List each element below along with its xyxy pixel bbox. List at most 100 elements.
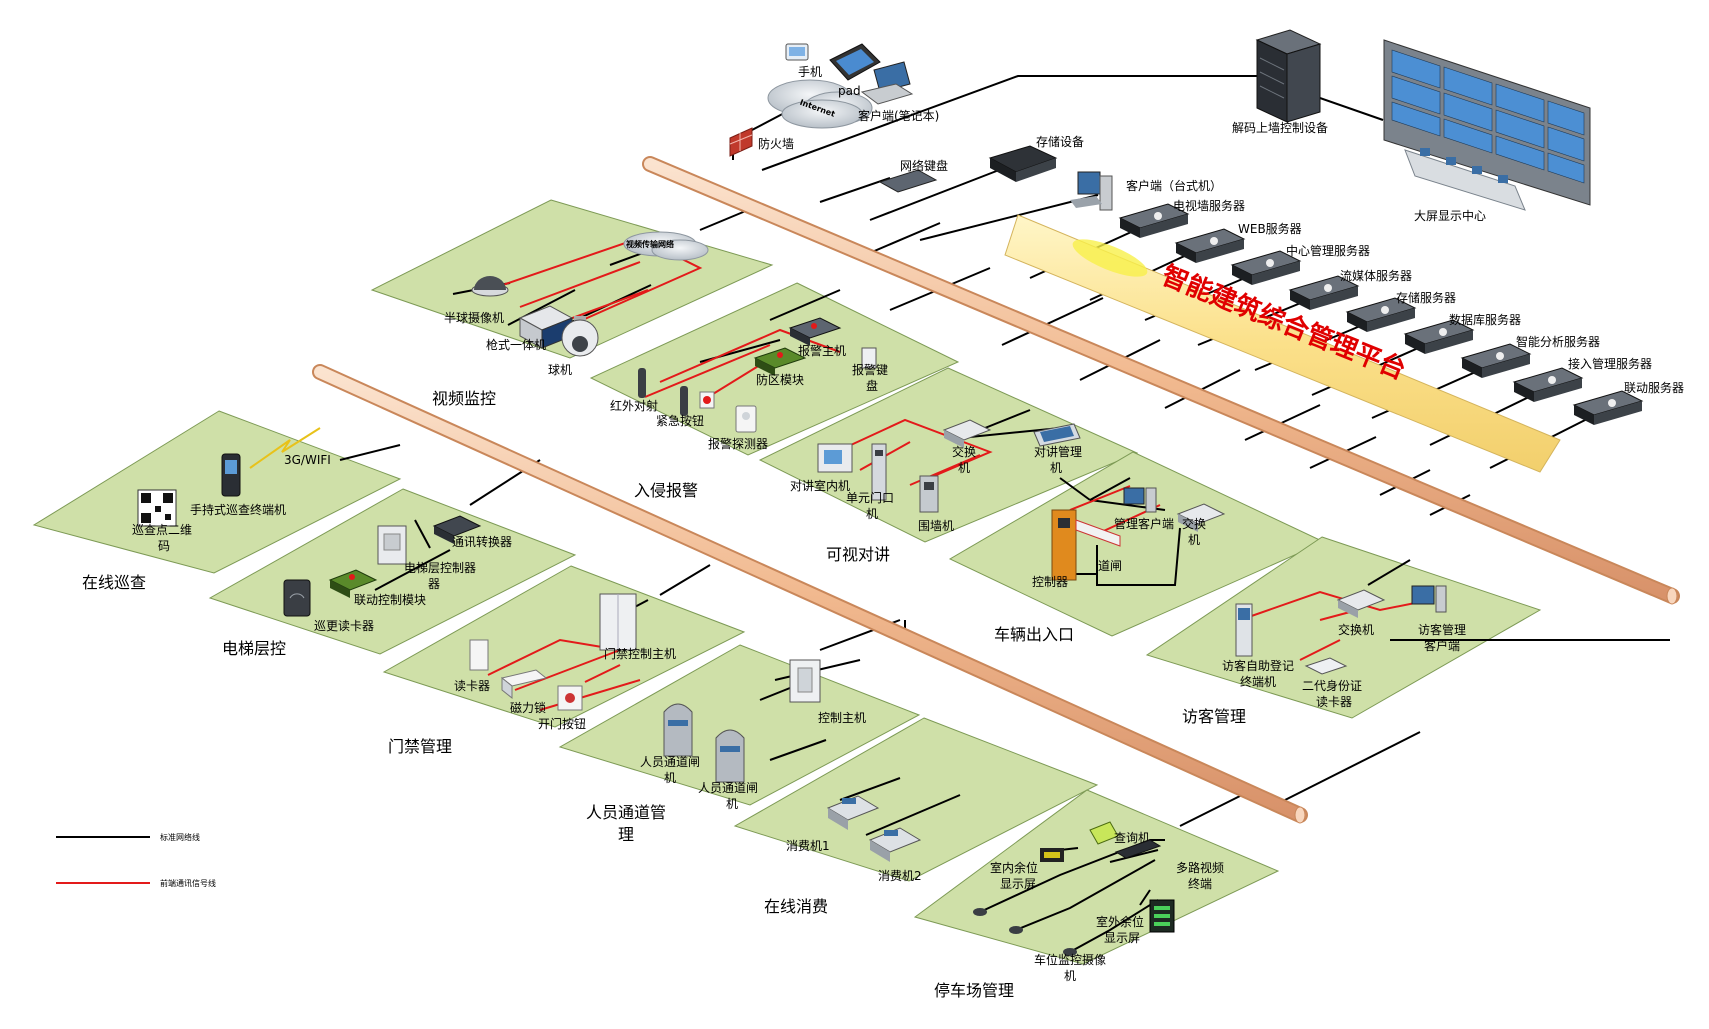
server-center-mgmt — [1230, 250, 1302, 285]
outdoor-sign-icon — [1149, 899, 1175, 933]
patrol-signal-label: 3G/WIFI — [284, 453, 331, 467]
qr-label: 码 — [158, 539, 170, 553]
intercom-mgmt-label: 对讲管理 — [1034, 444, 1082, 459]
plate-consume — [733, 717, 1099, 882]
wall-station-label: 围墙机 — [918, 519, 954, 533]
outdoor-sign-label: 显示屏 — [1104, 931, 1140, 945]
visitor-client-label: 客户端 — [1424, 638, 1460, 653]
id-reader-label: 读卡器 — [1316, 695, 1352, 709]
indoor-sign-label: 显示屏 — [1000, 877, 1036, 891]
server-database — [1403, 319, 1475, 354]
linkage-label: 联动控制模块 — [354, 593, 426, 607]
alarm-keypad-label: 报警键 — [852, 362, 888, 377]
intrusion-title: 入侵报警 — [634, 481, 698, 500]
display-wall: 大屏显示中心 — [1383, 39, 1591, 223]
bullet-label: 枪式一体机 — [486, 337, 546, 352]
server-stack: 电视墙服务器 WEB服务器 中心管理服务器 流媒体服务器 — [1118, 198, 1684, 425]
parking-title: 停车场管理 — [934, 981, 1014, 1000]
alarm-detector-icon — [735, 405, 757, 433]
pos-terminal-icon — [826, 795, 880, 830]
id-reader-icon — [1304, 657, 1348, 675]
internet-cloud: Internet — [767, 79, 873, 129]
indoor-unit-icon — [817, 443, 853, 473]
indoor-unit-label: 对讲室内机 — [790, 478, 850, 493]
server-streaming — [1288, 275, 1360, 310]
server-label: 智能分析服务器 — [1516, 334, 1600, 349]
dome-camera-icon — [471, 276, 509, 297]
parking-camera-label: 机 — [1064, 969, 1076, 983]
server-label: 接入管理服务器 — [1568, 356, 1652, 371]
patrol-reader-label: 巡更读卡器 — [314, 619, 374, 633]
visitor-kiosk-label: 访客自助登记 — [1222, 658, 1294, 673]
server-label: WEB服务器 — [1238, 221, 1302, 236]
controller-label: 控制器 — [1032, 575, 1068, 589]
vehicle-switch-label: 交换 — [1182, 516, 1206, 531]
plate-parking — [913, 789, 1280, 965]
decoder-rack: 解码上墙控制设备 — [1232, 29, 1328, 135]
linkage-module-icon — [328, 569, 378, 598]
passage-title: 人员通道管 — [586, 803, 666, 822]
plate-access — [382, 565, 746, 728]
unit-door-station-icon — [871, 443, 887, 501]
server-label: 电视墙服务器 — [1173, 198, 1245, 213]
vehicle-switch-icon — [1176, 503, 1226, 532]
passage-devices: 控制主机 人员通道闸 机 人员通道闸 机 — [640, 659, 866, 811]
visitor-kiosk-label: 终端机 — [1240, 674, 1276, 689]
floor-controller-icon — [377, 525, 407, 565]
keyboard-label: 网络键盘 — [900, 158, 948, 173]
emergency-label: 紧急按钮 — [656, 413, 704, 428]
video-terminal-label: 终端 — [1188, 876, 1212, 891]
id-reader-label: 二代身份证 — [1302, 678, 1362, 693]
visitor-switch-label: 交换机 — [1338, 622, 1374, 637]
vehicle-devices: 管理客户端 交换 机 道闸 控制器 — [1032, 487, 1226, 589]
gate2-label: 机 — [726, 797, 738, 811]
gate1-label: 机 — [664, 771, 676, 785]
server-web — [1174, 228, 1246, 263]
visitor-title: 访客管理 — [1182, 707, 1246, 726]
phone-label: 手机 — [798, 65, 822, 79]
gate2-label: 人员通道闸 — [698, 781, 758, 795]
query-terminal-icon — [1089, 821, 1119, 845]
exit-button-icon — [557, 685, 583, 711]
pad-label: pad — [838, 84, 861, 98]
outdoor-sign-label: 室外余位 — [1096, 914, 1144, 929]
elevator-title: 电梯层控 — [222, 639, 286, 658]
firewall-label: 防火墙 — [758, 136, 794, 151]
vehicle-title: 车辆出入口 — [994, 625, 1074, 644]
indoor-sign-icon — [1040, 848, 1064, 862]
intercom-switch-icon — [942, 419, 992, 448]
storage-label: 存储设备 — [1036, 134, 1084, 149]
maglock-icon — [500, 669, 548, 700]
unit-door-label: 单元门口 — [846, 490, 894, 505]
floor-controller-label: 电梯层控制器 — [404, 561, 476, 575]
firewall-icon — [729, 127, 753, 157]
server-label: 数据库服务器 — [1449, 312, 1521, 327]
consume-devices: 消费机1 消费机2 — [786, 795, 922, 883]
plate-patrol — [32, 410, 402, 574]
detector-label: 报警探测器 — [708, 436, 768, 451]
patrol-title: 在线巡查 — [82, 573, 146, 592]
alarm-keypad-icon — [861, 347, 877, 369]
visitor-devices: 交换机 访客管理 客户端 访客自助登记 终端机 二代身份证 读卡器 — [1222, 585, 1466, 709]
legend-frontend-label: 前端通讯信号线 — [160, 878, 216, 888]
phone-icon — [785, 43, 809, 61]
video-network-cloud: 视频传输网络 — [623, 231, 709, 261]
plate-visitor — [1145, 536, 1542, 719]
server-storage — [1345, 297, 1417, 332]
access-title: 门禁管理 — [388, 737, 452, 756]
access-host-icon — [599, 593, 637, 651]
access-devices: 门禁控制主机 读卡器 磁力锁 开门按钮 — [454, 593, 676, 731]
elevator-devices: 通讯转换器 电梯层控制器 器 联动控制模块 巡更读卡器 — [283, 515, 512, 633]
visitor-kiosk-icon — [1235, 603, 1253, 657]
control-host-label: 控制主机 — [818, 711, 866, 725]
converter-label: 通讯转换器 — [452, 534, 512, 549]
parking-devices: 查询机 室内余位 显示屏 多路视频 终端 室外余位 显示屏 车位监控摄像 机 — [973, 821, 1224, 983]
intercom-mgmt-label: 机 — [1050, 461, 1062, 475]
indoor-sign-label: 室内余位 — [990, 860, 1038, 875]
handheld-label: 手持式巡查终端机 — [190, 502, 286, 517]
card-reader-icon — [283, 579, 311, 617]
intercom-mgmt-icon — [1033, 423, 1081, 447]
server-label: 流媒体服务器 — [1340, 268, 1412, 283]
intercom-switch-label: 机 — [958, 461, 970, 475]
